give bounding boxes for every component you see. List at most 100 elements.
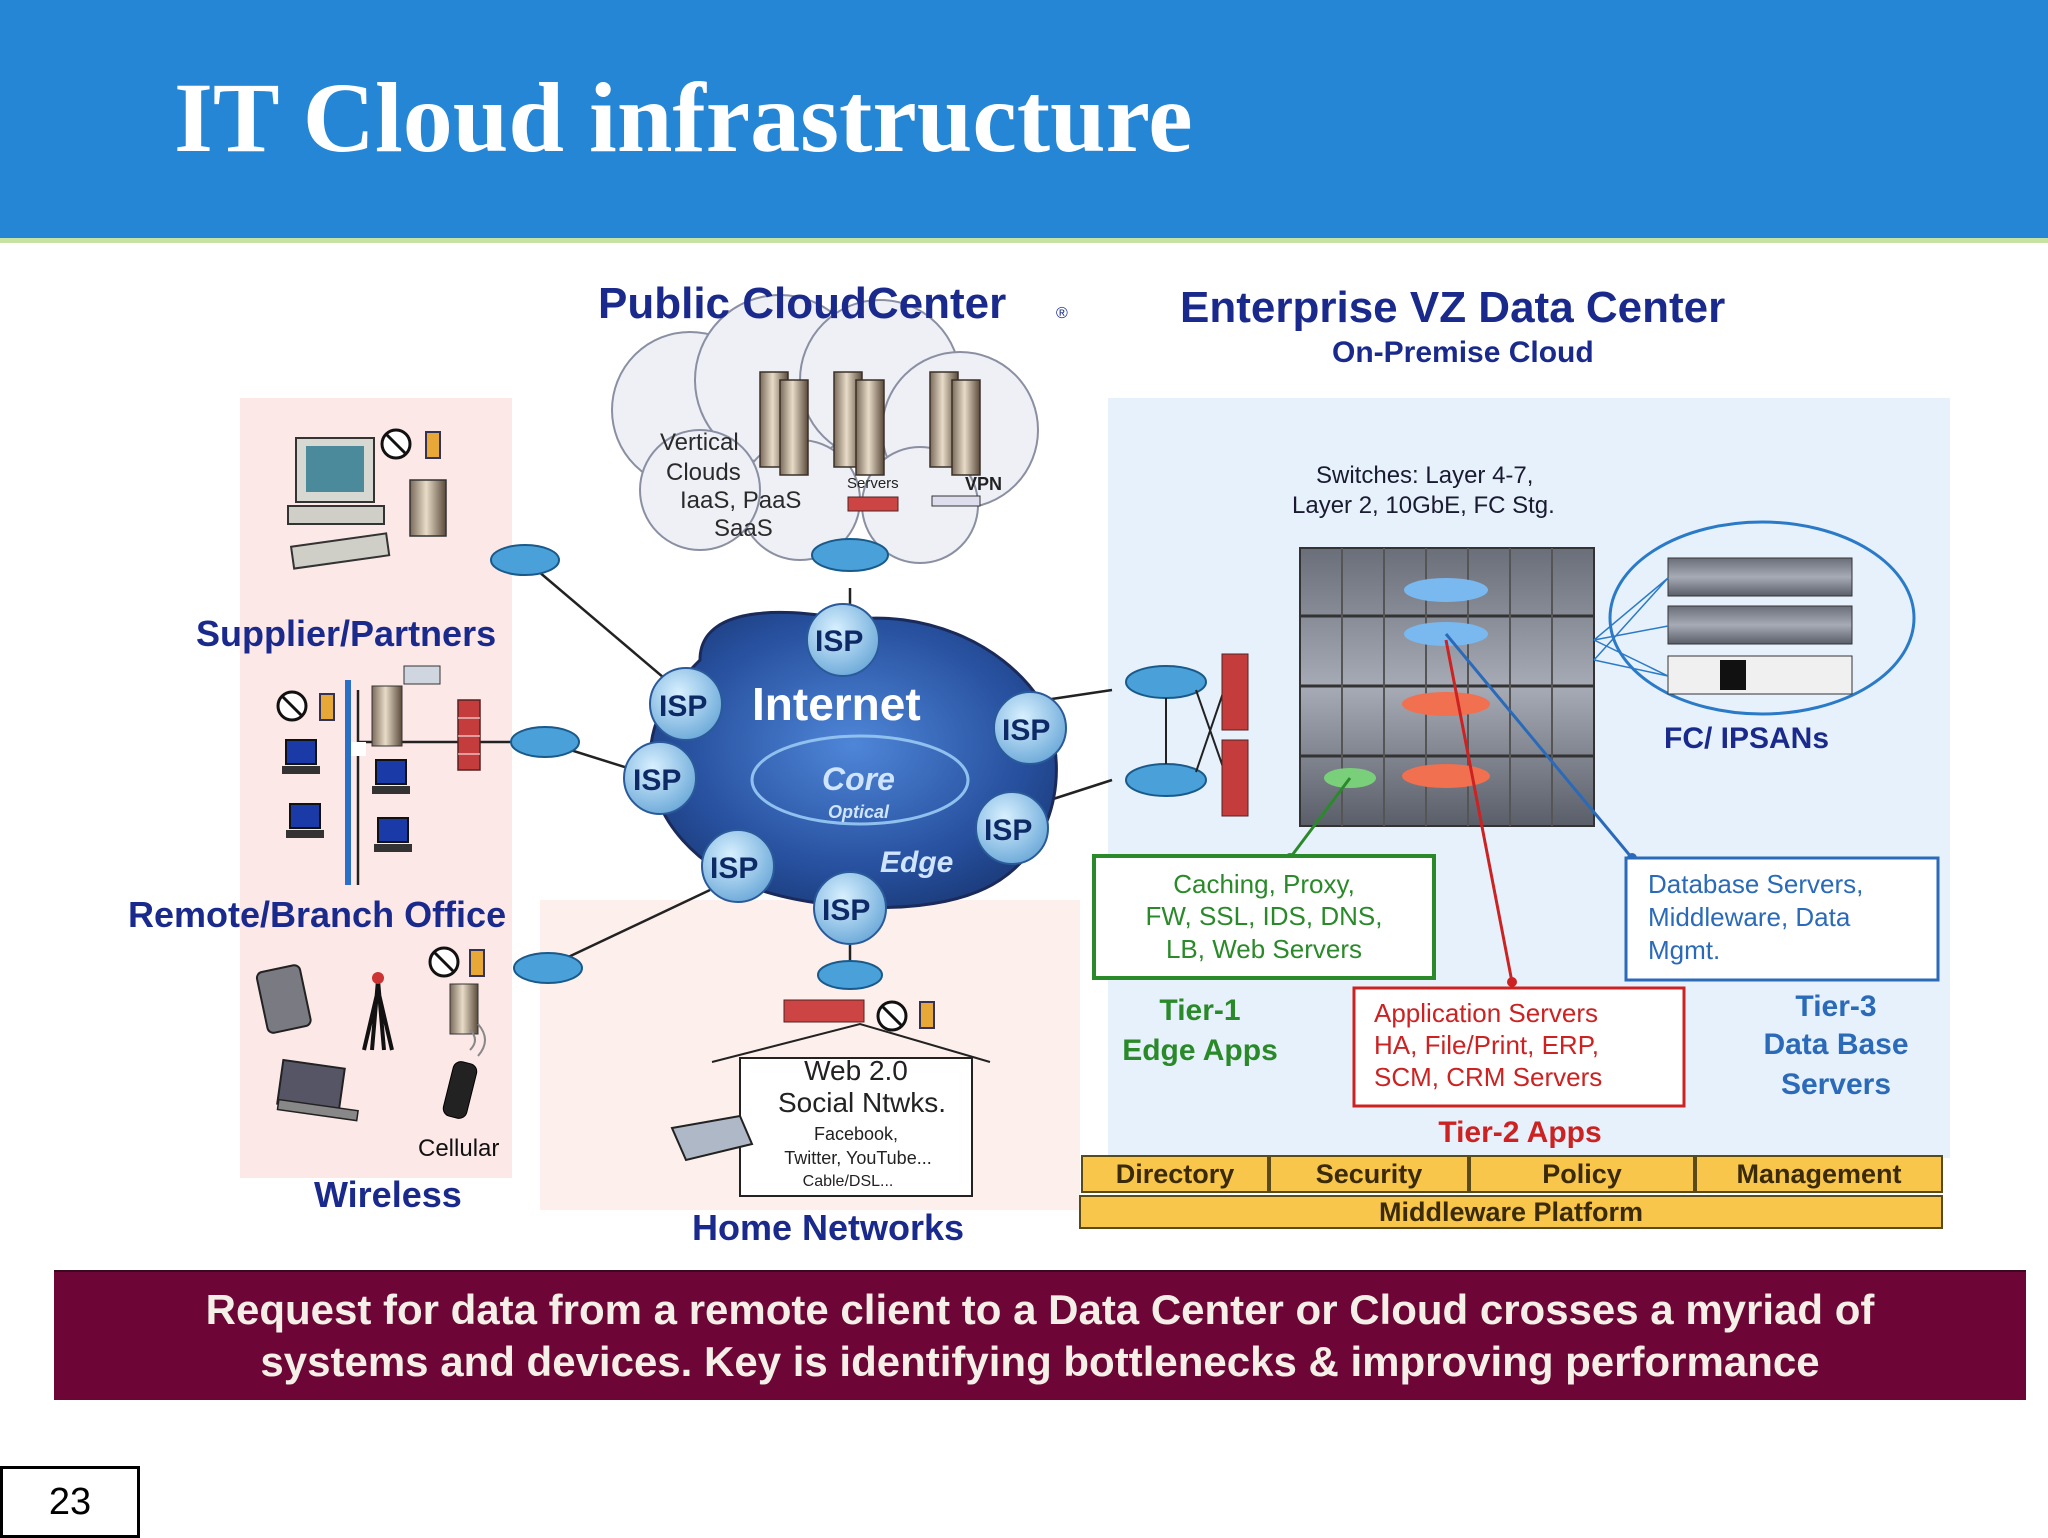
isp-node-bottom — [813, 871, 887, 945]
tier2-label: Tier-2 Apps — [1438, 1116, 1601, 1149]
isp-node-right — [993, 691, 1067, 765]
home-sites-line-3: Cable/DSL... — [803, 1173, 894, 1190]
home-firewall-icon — [783, 999, 865, 1023]
vertical-clouds-line-4: SaaS — [714, 515, 773, 542]
vpn-label: VPN — [965, 474, 1002, 494]
isp-label-top: ISP — [815, 625, 863, 658]
branch-firewall-icon — [457, 699, 481, 771]
isp-label-upper-left: ISP — [659, 690, 707, 723]
tier1-box-line-3: LB, Web Servers — [1166, 934, 1362, 964]
tier2-box-line-1: Application Servers — [1374, 998, 1598, 1028]
branch-router-icon — [510, 726, 580, 758]
fc-ipsans-label: FC/ IPSANs — [1664, 722, 1829, 755]
supplier-router-icon — [490, 544, 560, 576]
service-directory — [1081, 1155, 1269, 1193]
middleware-platform-label: Middleware Platform — [1379, 1197, 1643, 1227]
cable-modem-icon — [670, 1114, 754, 1162]
tier3-box — [1624, 856, 1940, 982]
tier3-label-line-1: Tier-3 — [1795, 990, 1876, 1023]
page-number: 23 — [48, 1481, 92, 1523]
switches-label-line-1: Switches: Layer 4-7, — [1316, 462, 1533, 489]
home-house-shape — [711, 1022, 991, 1197]
public-cloud-title: Public CloudCenter — [598, 279, 1006, 328]
isp-node-upper-left — [649, 667, 723, 741]
tier1-box — [1092, 854, 1436, 980]
servers-label: Servers — [847, 475, 899, 492]
tier2-pointer-line — [1444, 639, 1514, 983]
vertical-clouds-line-3: IaaS, PaaS — [680, 487, 801, 514]
service-bars — [1079, 1155, 1943, 1229]
isp-label-right: ISP — [1002, 714, 1050, 747]
tier1-label-line-1: Tier-1 — [1159, 994, 1240, 1027]
home-sites-line-2: Twitter, YouTube... — [784, 1148, 931, 1168]
footer-banner: Request for data from a remote client to… — [54, 1270, 2026, 1400]
isp-node-lower-left — [701, 829, 775, 903]
remote-branch-office-label: Remote/Branch Office — [128, 894, 506, 935]
tier3-label-line-3: Servers — [1781, 1068, 1891, 1101]
service-security-label: Security — [1316, 1159, 1423, 1189]
core-label: Core — [822, 761, 895, 797]
enterprise-firewalls — [1221, 653, 1249, 817]
isp-label-bottom: ISP — [822, 894, 870, 927]
isp-node-top — [806, 603, 880, 677]
vertical-clouds-line-2: Clouds — [666, 459, 741, 486]
tier3-box-line-3: Mgmt. — [1648, 935, 1720, 965]
fc-ipsans-storage-icon — [1593, 520, 1916, 716]
tier3-box-line-2: Middleware, Data — [1648, 902, 1851, 932]
registered-mark: ® — [1056, 305, 1068, 322]
footer-text-line-1: Request for data from a remote client to… — [205, 1286, 1875, 1333]
wireless-devices-icons — [255, 946, 486, 1122]
service-policy — [1469, 1155, 1695, 1193]
core-ring — [750, 734, 970, 826]
wireless-router-icon — [513, 952, 583, 984]
tier3-label-line-2: Data Base — [1763, 1028, 1908, 1061]
isp-node-lower-right — [975, 791, 1049, 865]
isp-label-left: ISP — [633, 764, 681, 797]
isp-nodes: ISP ISP ISP ISP ISP ISP ISP — [623, 603, 1067, 945]
service-policy-label: Policy — [1542, 1159, 1622, 1189]
title-bar — [0, 0, 2048, 238]
supplier-security-icons — [380, 428, 441, 460]
enterprise-subtitle: On-Premise Cloud — [1332, 336, 1594, 369]
cloud-firewall-icon — [847, 496, 899, 512]
enterprise-title: Enterprise VZ Data Center — [1180, 283, 1725, 332]
service-management-label: Management — [1736, 1159, 1901, 1189]
supplier-computer-icon — [287, 437, 447, 570]
internet-label: Internet — [752, 678, 921, 730]
home-sites-line-1: Facebook, — [814, 1124, 898, 1144]
tier1-box-line-1: Caching, Proxy, — [1173, 869, 1355, 899]
web20-label-line-1: Web 2.0 — [804, 1055, 908, 1086]
slide-title: IT Cloud infrastructure — [174, 62, 1193, 173]
tier1-box-line-2: FW, SSL, IDS, DNS, — [1146, 901, 1383, 931]
tier1-label-line-2: Edge Apps — [1122, 1034, 1278, 1067]
isp-node-left — [623, 741, 697, 815]
switches-label-line-2: Layer 2, 10GbE, FC Stg. — [1292, 492, 1555, 519]
enterprise-routers — [1125, 665, 1225, 797]
tier3-box-line-1: Database Servers, — [1648, 869, 1863, 899]
cloud-server-icons — [759, 371, 981, 476]
vertical-clouds-line-1: Vertical — [660, 429, 739, 456]
page-number-box: 23 — [0, 1466, 140, 1538]
isp-label-lower-right: ISP — [984, 814, 1032, 847]
branch-office-icons — [276, 665, 441, 885]
home-router-icon — [817, 960, 883, 990]
tier1-pointer-line — [1288, 777, 1352, 859]
service-directory-label: Directory — [1116, 1159, 1235, 1189]
cloud-router-icon — [811, 538, 889, 572]
service-security — [1269, 1155, 1469, 1193]
tier3-pointer-line — [1444, 633, 1634, 859]
supplier-partners-label: Supplier/Partners — [196, 613, 496, 654]
cellular-label: Cellular — [418, 1135, 499, 1162]
footer-text-line-2: systems and devices. Key is identifying … — [260, 1338, 1820, 1385]
tier2-box-line-2: HA, File/Print, ERP, — [1374, 1030, 1599, 1060]
vpn-device-icon — [931, 495, 981, 507]
wireless-label: Wireless — [314, 1174, 462, 1215]
title-underline — [0, 238, 2048, 243]
edge-label: Edge — [880, 846, 953, 879]
web20-label-line-2: Social Ntwks. — [778, 1087, 946, 1118]
tier2-box-line-3: SCM, CRM Servers — [1374, 1062, 1602, 1092]
middleware-platform-bar — [1079, 1195, 1943, 1229]
home-networks-label: Home Networks — [692, 1207, 964, 1248]
home-security-icons — [876, 1000, 935, 1032]
